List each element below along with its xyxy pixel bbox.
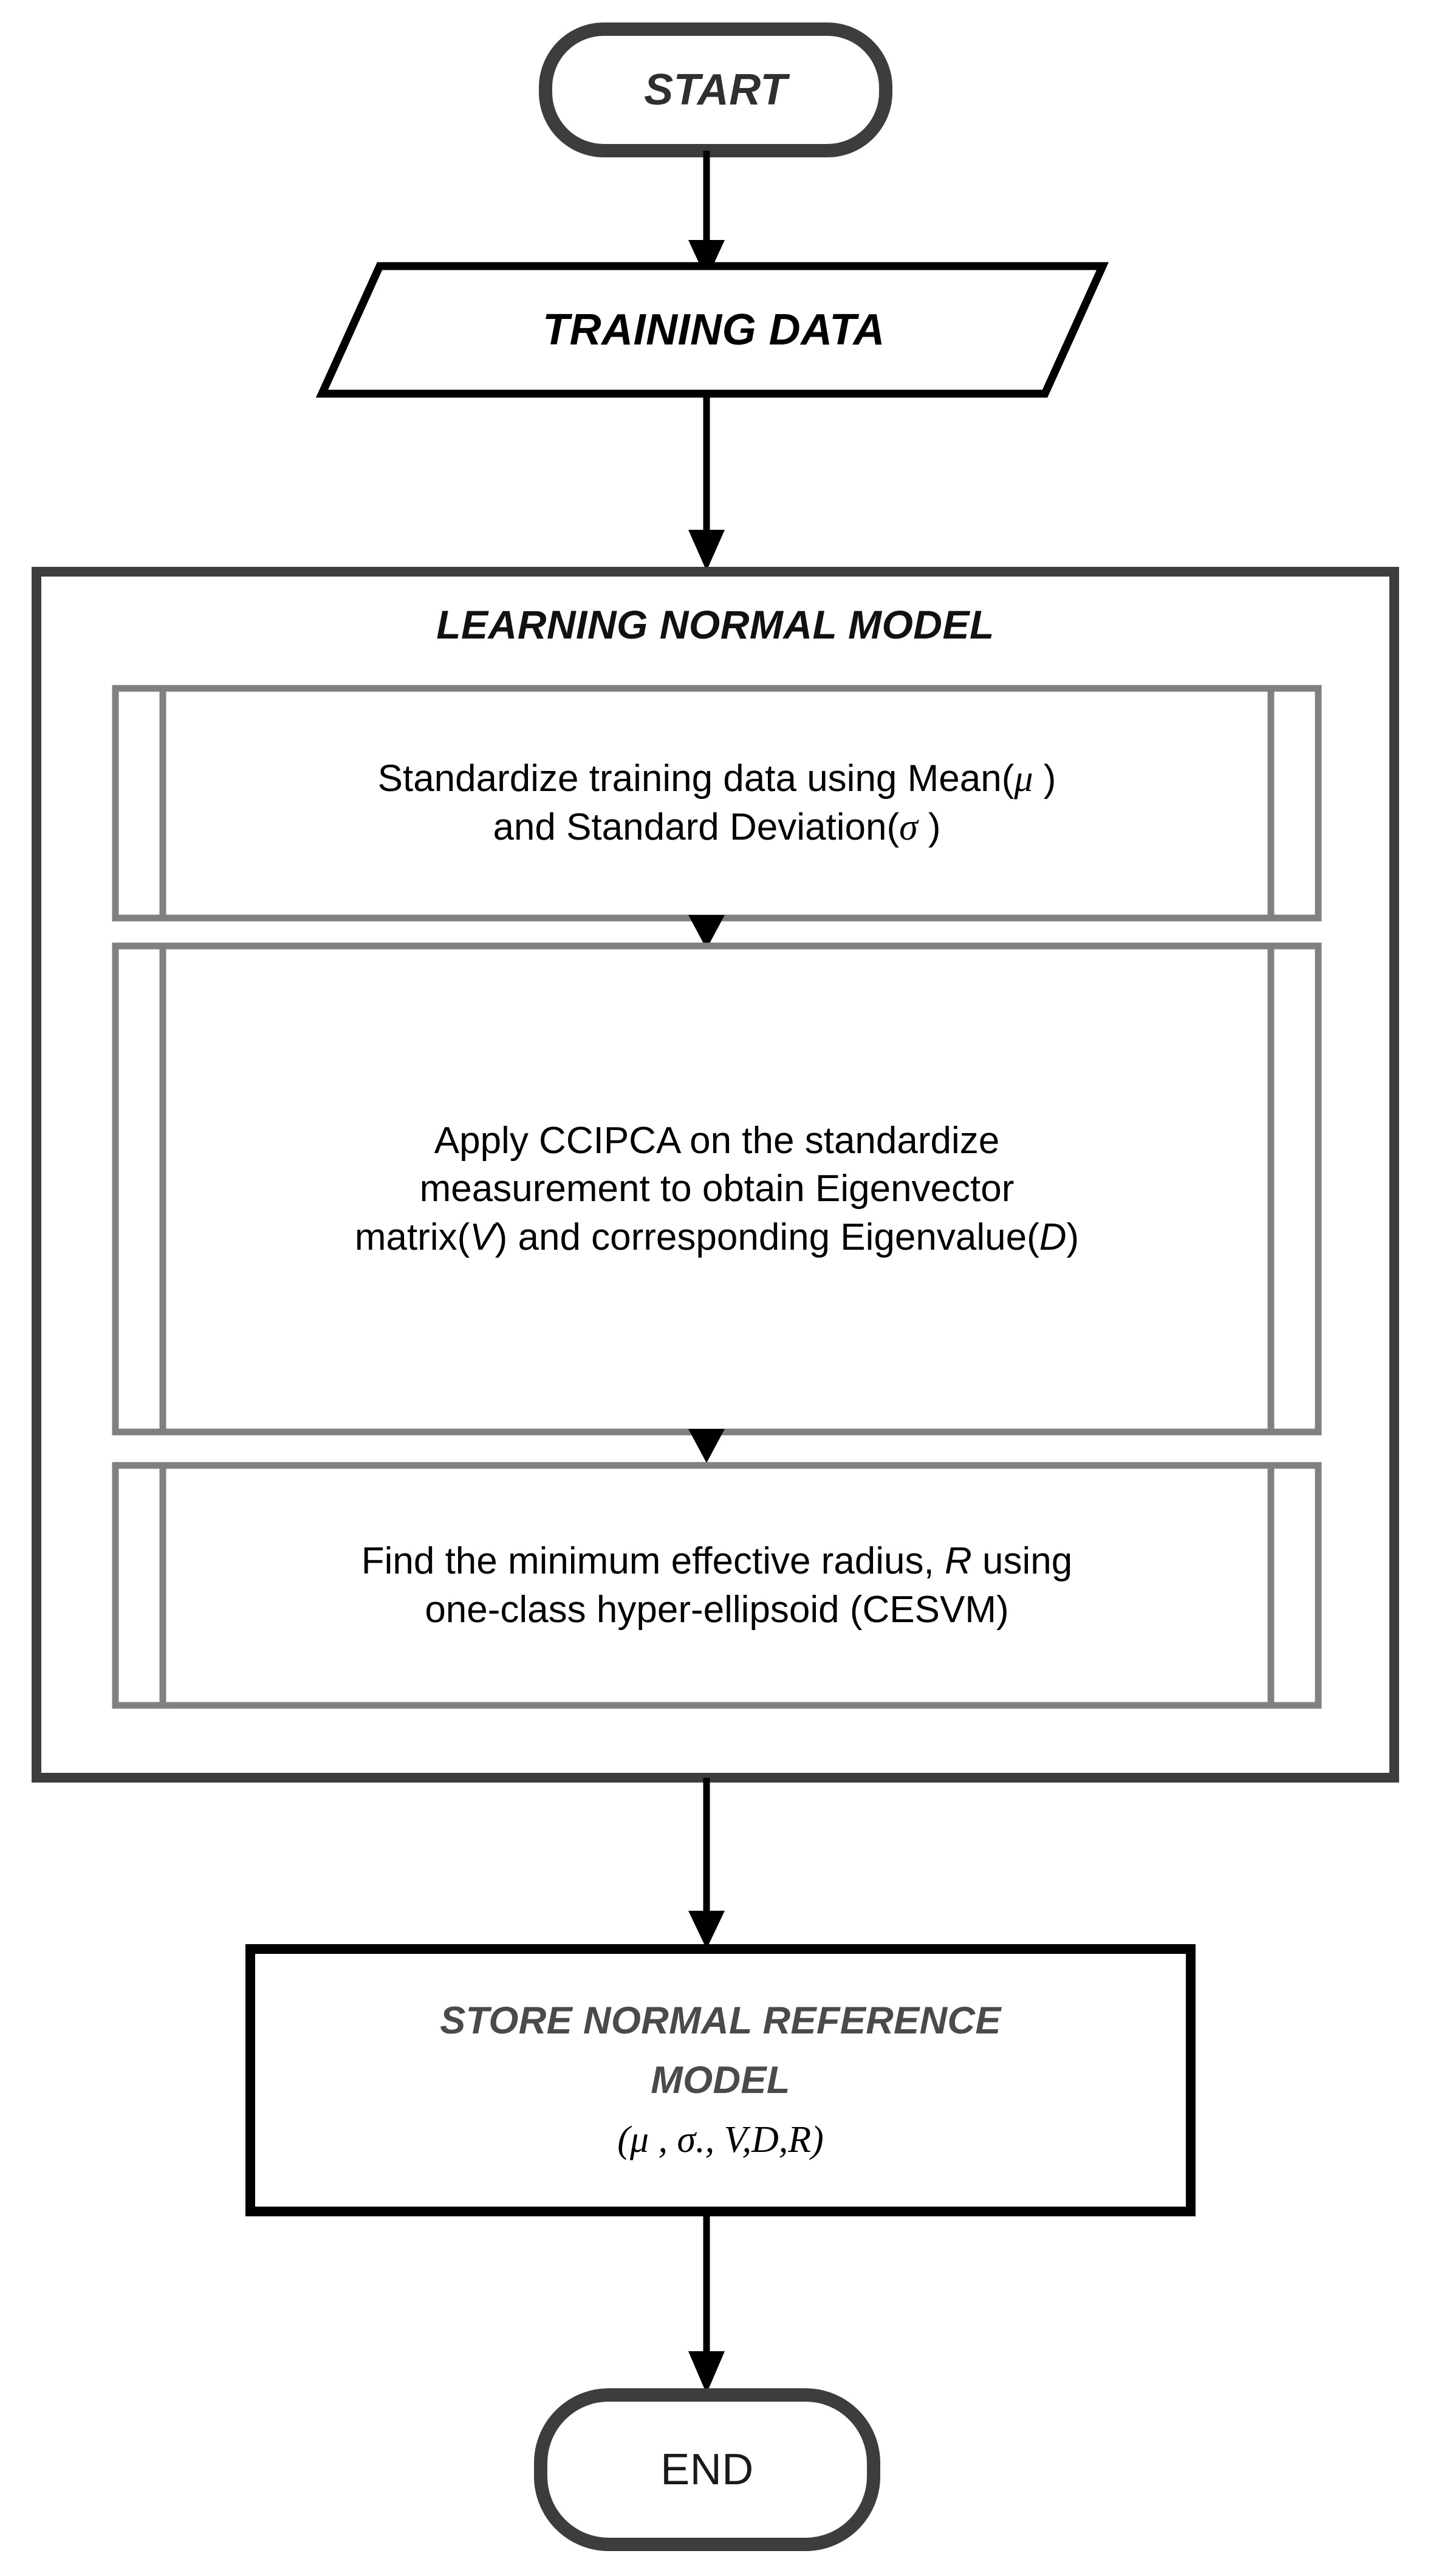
store-model-line1: STORE NORMAL REFERENCE bbox=[440, 1999, 1001, 2042]
step-cesvm-label: Find the minimum effective radius, R usi… bbox=[158, 1465, 1276, 1705]
store-model-node-label: STORE NORMAL REFERENCE MODEL (μ , σ., V,… bbox=[250, 1949, 1191, 2211]
eigenvector-variable-v: V bbox=[470, 1216, 495, 1258]
edge-training-to-group bbox=[688, 394, 725, 571]
step-standardize-line1-b: ) bbox=[1033, 757, 1056, 800]
step-cesvm-line1-a: Find the minimum effective radius, bbox=[361, 1540, 945, 1583]
step-standardize-line2-a: and Standard Deviation( bbox=[493, 806, 900, 848]
step-ccipca-label: Apply CCIPCA on the standardize measurem… bbox=[152, 946, 1282, 1432]
eigenvalue-variable-d: D bbox=[1039, 1216, 1067, 1258]
edge-start-to-training bbox=[688, 151, 725, 279]
step-cesvm-line1-b: using bbox=[971, 1540, 1073, 1583]
edge-group-to-store bbox=[688, 1778, 725, 1949]
step-ccipca-line1: Apply CCIPCA on the standardize bbox=[434, 1119, 1000, 1162]
step-standardize-line1-a: Standardize training data using Mean( bbox=[377, 757, 1015, 800]
radius-variable-r: R bbox=[945, 1540, 972, 1583]
learning-normal-model-title: LEARNING NORMAL MODEL bbox=[436, 601, 994, 647]
mu-symbol: μ bbox=[1014, 758, 1033, 800]
step-ccipca-line2: measurement to obtain Eigenvector bbox=[419, 1168, 1015, 1210]
step-standardize-line2-b: ) bbox=[917, 806, 941, 848]
store-model-formula: (μ , σ., V,D,R) bbox=[617, 2119, 824, 2160]
store-model-line2: MODEL bbox=[651, 2059, 790, 2102]
start-node-label: START bbox=[644, 65, 787, 114]
edge-store-to-end bbox=[688, 2211, 725, 2394]
step-ccipca-line3-a: matrix( bbox=[354, 1216, 470, 1258]
step-standardize-label: Standardize training data using Mean(μ )… bbox=[170, 688, 1264, 918]
step-ccipca-line3-b: ) and corresponding Eigenvalue( bbox=[495, 1216, 1039, 1258]
training-data-node-label: TRAINING DATA bbox=[543, 305, 885, 354]
step-cesvm-line2: one-class hyper-ellipsoid (CESVM) bbox=[425, 1588, 1009, 1631]
end-node-label: END bbox=[660, 2445, 754, 2494]
edge-ccipca-to-cesvm bbox=[688, 1429, 725, 1463]
edge-standardize-to-ccipca bbox=[688, 915, 725, 949]
step-ccipca-line3-c: ) bbox=[1066, 1216, 1080, 1258]
sigma-symbol: σ bbox=[899, 807, 918, 848]
